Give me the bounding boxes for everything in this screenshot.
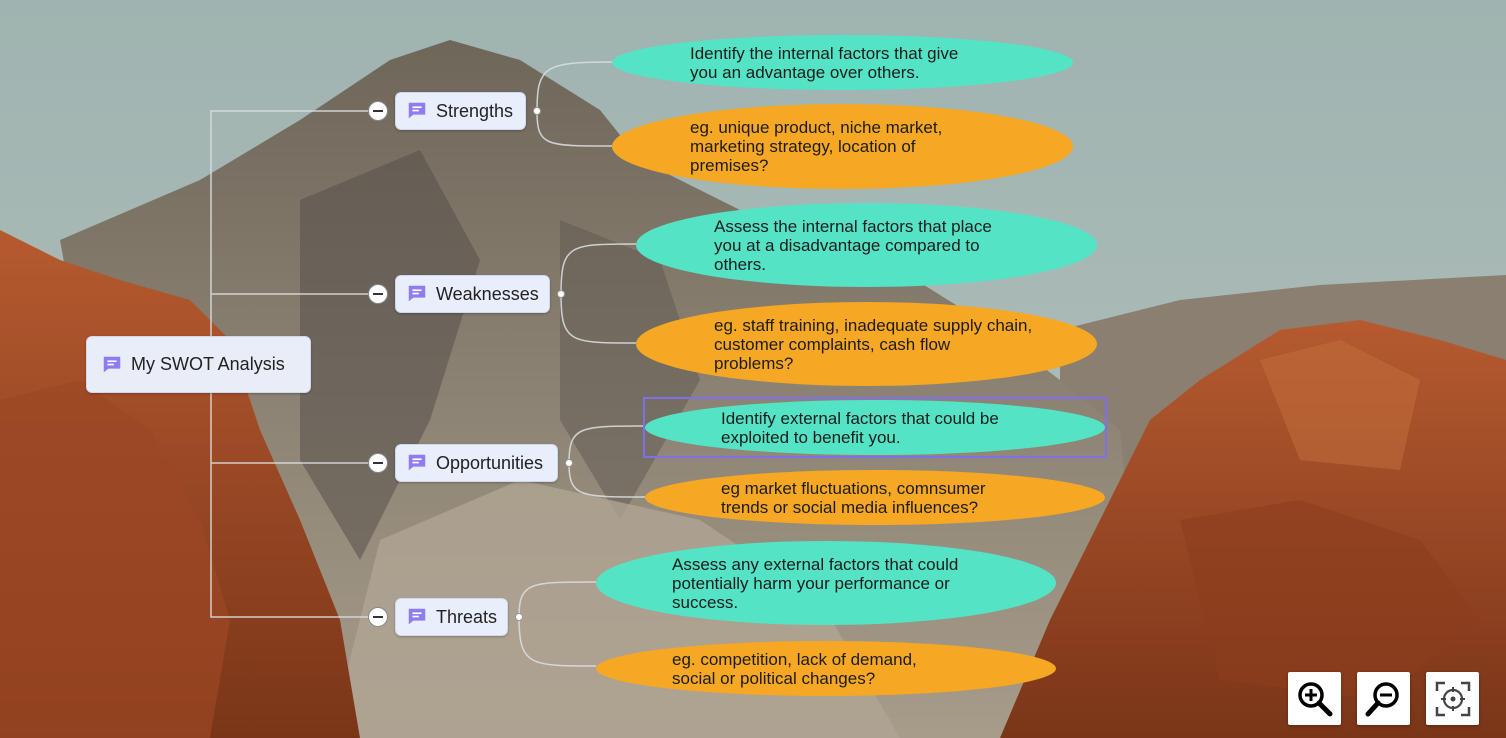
collapse-opportunities-button[interactable] [368, 453, 388, 473]
message-icon [408, 454, 426, 471]
branch-connector-dot [533, 107, 541, 115]
message-icon [408, 608, 426, 625]
branch-label: Strengths [436, 100, 514, 121]
branch-label: Threats [436, 606, 498, 627]
zoom-out-icon [1365, 681, 1399, 716]
note-opportunities-1[interactable]: Identify external factors that could be … [645, 400, 1105, 455]
branch-connector-dot [515, 613, 523, 621]
collapse-strengths-button[interactable] [368, 101, 388, 121]
note-strengths-1[interactable]: Identify the internal factors that give … [612, 35, 1073, 90]
collapse-threats-button[interactable] [368, 607, 388, 627]
branch-connector-dot [565, 459, 573, 467]
root-node[interactable]: My SWOT Analysis [86, 336, 311, 393]
message-icon [408, 285, 426, 302]
note-threats-1[interactable]: Assess any external factors that could p… [596, 541, 1056, 625]
collapse-weaknesses-button[interactable] [368, 284, 388, 304]
message-icon [408, 102, 426, 119]
branch-label: Opportunities [436, 452, 544, 473]
branch-weaknesses[interactable]: Weaknesses [395, 275, 550, 313]
branch-opportunities[interactable]: Opportunities [395, 444, 558, 482]
branch-connector-dot [557, 290, 565, 298]
branch-strengths[interactable]: Strengths [395, 92, 526, 130]
branch-label: Weaknesses [436, 283, 539, 304]
note-strengths-2[interactable]: eg. unique product, niche market, market… [612, 104, 1073, 189]
zoom-in-icon [1297, 681, 1332, 716]
note-threats-2[interactable]: eg. competition, lack of demand, social … [596, 641, 1056, 696]
zoom-in-button[interactable] [1288, 672, 1341, 725]
root-label: My SWOT Analysis [131, 354, 285, 374]
fit-screen-icon [1435, 681, 1470, 716]
branch-threats[interactable]: Threats [395, 598, 508, 636]
note-weaknesses-2[interactable]: eg. staff training, inadequate supply ch… [636, 302, 1097, 386]
fit-screen-button[interactable] [1426, 672, 1479, 725]
note-weaknesses-1[interactable]: Assess the internal factors that place y… [636, 203, 1097, 287]
zoom-out-button[interactable] [1357, 672, 1410, 725]
message-icon [103, 356, 121, 372]
note-opportunities-2[interactable]: eg market fluctuations, comnsumer trends… [645, 470, 1105, 525]
